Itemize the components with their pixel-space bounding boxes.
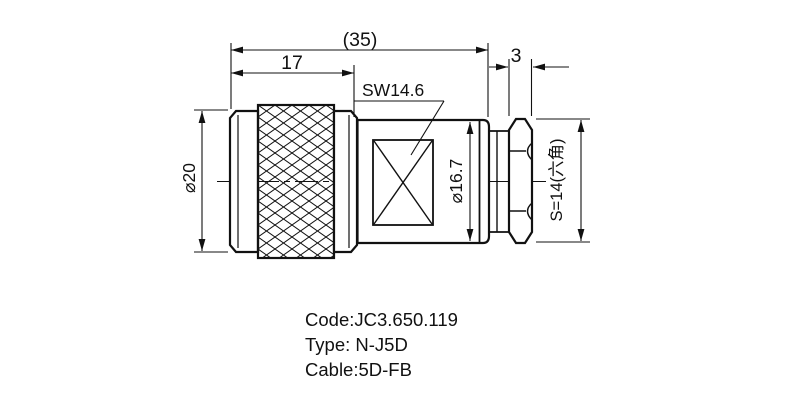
rear-neck bbox=[489, 130, 509, 233]
dimension-body-diameter: ⌀16.7 bbox=[446, 122, 474, 241]
note-code: Code:JC3.650.119 bbox=[305, 309, 458, 330]
knurled-grip bbox=[256, 103, 336, 260]
hex-nut bbox=[507, 117, 534, 245]
dimension-hex-nut-width: 3 bbox=[489, 45, 569, 116]
coupling-diameter-value: ⌀20 bbox=[179, 163, 199, 193]
hex-across-flats-value: S=14(六角) bbox=[547, 139, 566, 222]
connector-body bbox=[356, 118, 491, 245]
leader-line bbox=[410, 100, 445, 156]
dimension-overall-length: (35) bbox=[230, 29, 489, 117]
hex-nut-width-value: 3 bbox=[511, 45, 522, 67]
coupling-rear-cap bbox=[332, 109, 359, 254]
dimension-hex-across-flats: S=14(六角) bbox=[536, 118, 590, 243]
overall-length-value: (35) bbox=[343, 29, 378, 51]
dimension-coupling-length: 17 bbox=[231, 52, 355, 117]
flat-diagonal-2 bbox=[373, 140, 433, 225]
coupling-length-value: 17 bbox=[281, 52, 303, 74]
label-wrench-flats: SW14.6 bbox=[354, 80, 445, 156]
note-cable: Cable:5D-FB bbox=[305, 359, 412, 380]
wrench-flats-value: SW14.6 bbox=[362, 80, 424, 100]
coupling-nut bbox=[228, 103, 359, 260]
hex-nut-outline bbox=[507, 117, 534, 245]
notes-block: Code:JC3.650.119 Type: N-J5D Cable:5D-FB bbox=[305, 309, 458, 380]
coupling-front-cap bbox=[228, 109, 260, 254]
body-diameter-value: ⌀16.7 bbox=[446, 159, 466, 204]
note-type: Type: N-J5D bbox=[305, 334, 408, 355]
hex-facet-arc-top bbox=[526, 142, 533, 161]
dimension-coupling-diameter: ⌀20 bbox=[179, 109, 228, 253]
hex-facet-arc-bottom bbox=[526, 202, 533, 221]
